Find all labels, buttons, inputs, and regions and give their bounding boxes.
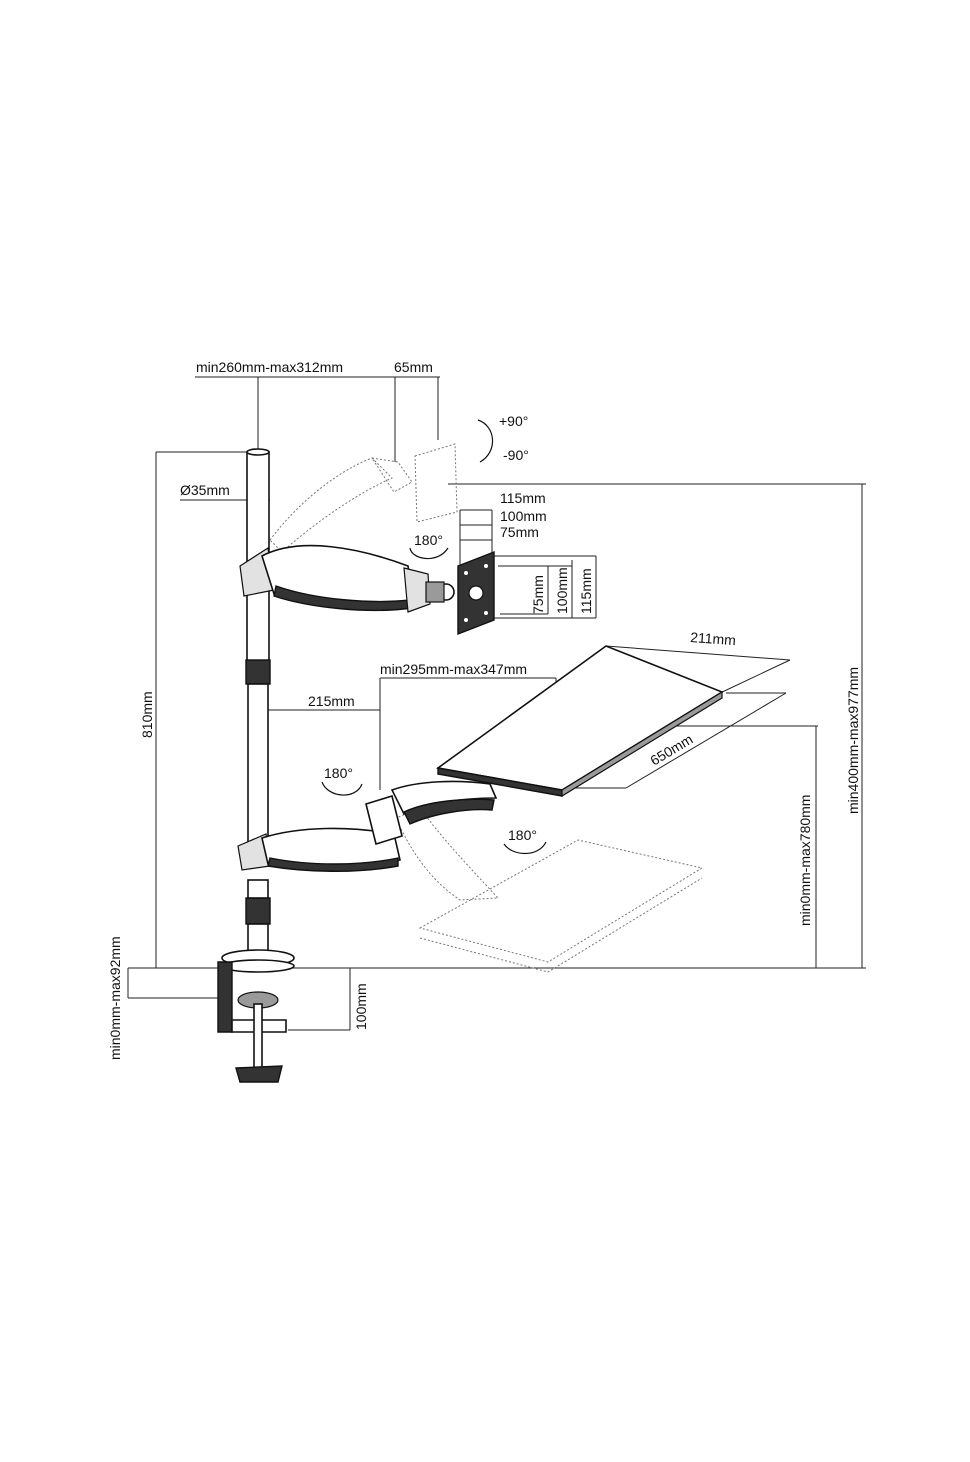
rotate-plus-label: +90°	[499, 413, 528, 429]
vesa-plate	[457, 550, 495, 636]
swivel-monitor-label: 180°	[414, 532, 443, 548]
vesa-115-side-label: 115mm	[578, 568, 594, 614]
vesa-75-side-label: 75mm	[530, 575, 546, 614]
vesa-100-top-label: 100mm	[500, 508, 547, 524]
swivel-tray-arm-arrow-icon	[321, 781, 363, 796]
swivel-tray-arrow-icon	[503, 841, 547, 855]
arm-reach-label: min260mm-max312mm	[196, 359, 343, 375]
monitor-height-label: min400mm-max977mm	[845, 667, 861, 814]
tray-height-label: min0mm-max780mm	[797, 795, 813, 926]
pole-height-label: 810mm	[139, 691, 155, 738]
swivel-tray-label: 180°	[508, 827, 537, 843]
dimension-lines	[127, 376, 866, 1031]
desk-clamp	[217, 949, 295, 1083]
tilt-offset-label: 65mm	[394, 359, 433, 375]
swivel-monitor-arrow-icon	[409, 547, 449, 560]
tray-arm-label: 215mm	[308, 693, 355, 709]
rotate-minus-label: -90°	[503, 447, 529, 463]
tray-reach-label: min295mm-max347mm	[380, 661, 527, 677]
tray-arm	[237, 780, 498, 872]
monitor-arm	[239, 544, 455, 613]
ghost-positions	[269, 443, 704, 973]
pole-diameter-label: Ø35mm	[180, 482, 230, 498]
vesa-115-top-label: 115mm	[500, 490, 546, 506]
vesa-75-top-label: 75mm	[500, 524, 539, 540]
vesa-100-side-label: 100mm	[554, 567, 570, 614]
keyboard-tray	[436, 645, 724, 798]
clamp-depth-label: 100mm	[353, 983, 369, 1030]
mounting-pole	[245, 448, 271, 955]
desk-thickness-label: min0mm-max92mm	[107, 936, 123, 1060]
tray-depth-label: 211mm	[690, 629, 737, 648]
swivel-tray-arm-label: 180°	[324, 765, 353, 781]
rotation-arrows	[321, 419, 547, 855]
dimension-labels: min260mm-max312mm 65mm +90° -90° Ø35mm 1…	[107, 359, 861, 1060]
rotate-arrow-icon	[477, 419, 494, 463]
